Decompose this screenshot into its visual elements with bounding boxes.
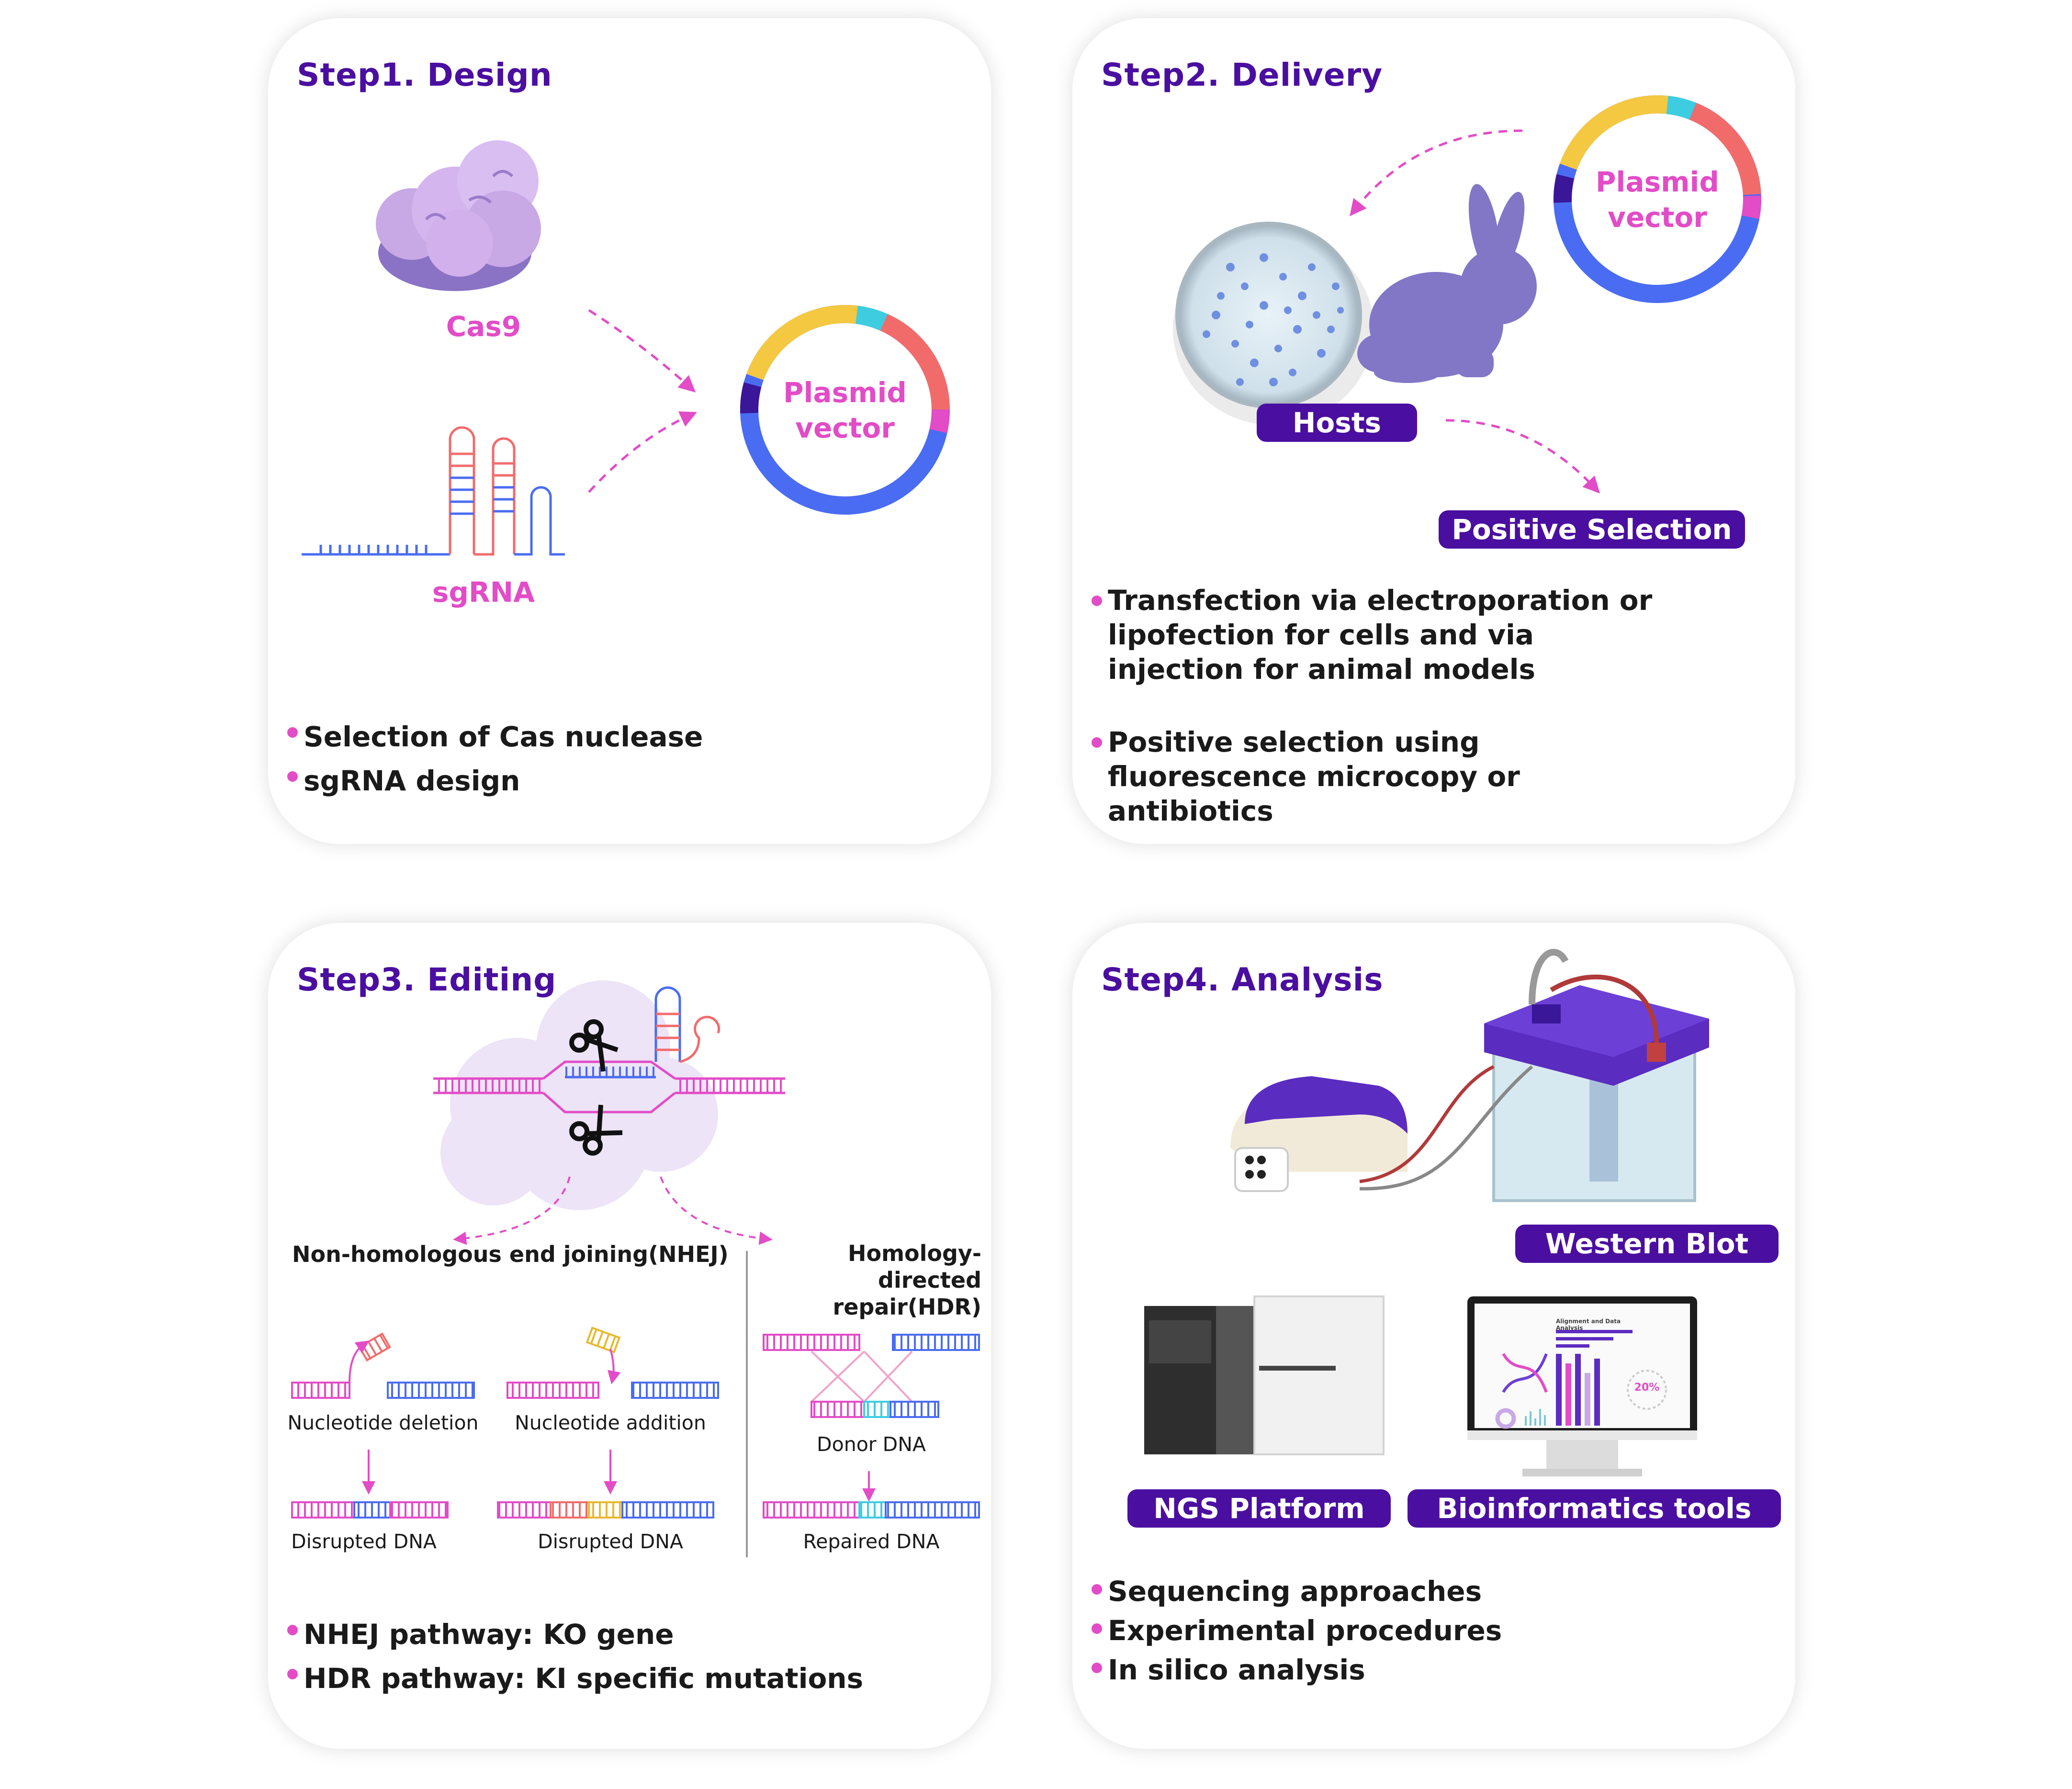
scissors-icon: [569, 1019, 619, 1072]
positive-selection-badge: Positive Selection: [1439, 510, 1745, 549]
monitor-heading: Alignment and Data Analysis: [1556, 1318, 1621, 1331]
nucleotide-deletion-label: Nucleotide deletion: [287, 1411, 479, 1434]
step2-title: Step2. Delivery: [1101, 56, 1383, 93]
scissors-icon: [569, 1104, 623, 1156]
step3-card: Step3. Editing Non-homologous end joinin…: [268, 923, 991, 1749]
step4-illustration: [1144, 949, 1709, 1476]
nucleotide-addition-label: Nucleotide addition: [515, 1411, 706, 1434]
hdr-label-line1: Homology-directed: [847, 1240, 981, 1293]
cas9-label: Cas9: [446, 310, 521, 343]
hdr-label: Homology-directed repair(HDR): [761, 1240, 981, 1320]
plasmid-vector-label: Plasmid vector: [1586, 164, 1729, 235]
donor-dna-label: Donor DNA: [817, 1433, 926, 1456]
step3-bullet-list: NHEJ pathway: KO gene HDR pathway: KI sp…: [282, 1612, 863, 1700]
disrupted-dna-label: Disrupted DNA: [291, 1530, 437, 1553]
ngs-sequencer-icon: [1144, 1295, 1385, 1455]
arrow-cas9-to-plasmid: [588, 309, 696, 393]
repaired-dna-icon: [763, 1501, 980, 1519]
nhej-label: Non-homologous end joining(NHEJ): [292, 1241, 729, 1267]
step3-illustration: [291, 980, 980, 1557]
bullet-item: HDR pathway: KI specific mutations: [282, 1656, 863, 1700]
step3-title: Step3. Editing: [297, 961, 557, 998]
arrow-to-nhej: [453, 1176, 571, 1245]
bullet-item: Experimental procedures: [1087, 1611, 1502, 1650]
bullet-item: Sequencing approaches: [1087, 1572, 1502, 1611]
disrupted-dna-label: Disrupted DNA: [538, 1530, 683, 1553]
plasmid-ring-icon: [1554, 95, 1761, 304]
western-blot-badge: Western Blot: [1515, 1225, 1779, 1263]
hdr-label-line2: repair(HDR): [833, 1294, 981, 1320]
plasmid-label-line1: Plasmid: [1596, 166, 1719, 198]
rabbit-icon: [1357, 184, 1537, 383]
cas9-complex-icon: [440, 980, 718, 1210]
target-dna-icon: [433, 1060, 785, 1114]
step4-bullet-list: Sequencing approaches Experimental proce…: [1087, 1572, 1502, 1689]
sgrna-icon: [302, 426, 565, 556]
arrow-plasmid-to-dish: [1350, 129, 1523, 216]
ngs-platform-badge: NGS Platform: [1127, 1489, 1391, 1528]
step2-card: Step2. Delivery Plasmid vector Hosts Pos…: [1072, 18, 1795, 844]
addition-broken-dna-icon: [507, 1327, 719, 1399]
step1-title: Step1. Design: [297, 56, 552, 93]
guide-rna-icon: [654, 986, 721, 1063]
plasmid-label-line2: vector: [795, 412, 895, 444]
hosts-badge: Hosts: [1257, 404, 1417, 442]
step1-bullet-list: Selection of Cas nuclease sgRNA design: [282, 715, 703, 803]
bullet-item: Selection of Cas nuclease: [282, 715, 703, 759]
bioinformatics-tools-badge: Bioinformatics tools: [1408, 1489, 1781, 1528]
deletion-broken-dna-icon: [291, 1332, 475, 1399]
sgrna-label: sgRNA: [432, 576, 535, 608]
bullet-item: NHEJ pathway: KO gene: [282, 1612, 863, 1656]
hdr-broken-dna-icon: [763, 1334, 980, 1418]
step2-illustration: [1173, 95, 1761, 494]
bullet-item: Transfection via electroporation or lipo…: [1087, 583, 1671, 686]
arrow-to-hdr: [660, 1176, 773, 1245]
cas9-protein-icon: [376, 140, 541, 291]
step4-title: Step4. Analysis: [1101, 961, 1384, 998]
bullet-item: sgRNA design: [282, 759, 703, 803]
disrupted-dna-addition-icon: [497, 1501, 714, 1519]
arrow-sgrna-to-plasmid: [588, 411, 697, 493]
plasmid-ring-icon: [740, 305, 950, 515]
repaired-dna-label: Repaired DNA: [803, 1530, 940, 1553]
plasmid-vector-label: Plasmid vector: [773, 375, 917, 446]
bullet-item: In silico analysis: [1087, 1650, 1502, 1689]
step4-card: Step4. Analysis Alignment and Data Analy…: [1072, 923, 1795, 1749]
step1-illustration: [302, 140, 950, 556]
western-blot-tank-icon: [1484, 949, 1709, 1202]
bullet-item: Positive selection using fluorescence mi…: [1087, 725, 1671, 828]
step1-card: Step1. Design Cas9 sgRNA Plasmid vector …: [268, 18, 991, 844]
petri-dish-icon: [1173, 222, 1374, 425]
plasmid-label-line2: vector: [1608, 201, 1707, 234]
plasmid-label-line1: Plasmid: [783, 376, 907, 409]
arrow-hosts-to-selection: [1445, 419, 1600, 494]
disrupted-dna-deletion-icon: [291, 1501, 449, 1519]
step2-bullet-list: Transfection via electroporation or lipo…: [1087, 583, 1671, 828]
monitor-icon: [1467, 1296, 1697, 1476]
power-supply-icon: [1230, 1065, 1533, 1192]
monitor-percent: 20%: [1634, 1382, 1660, 1394]
